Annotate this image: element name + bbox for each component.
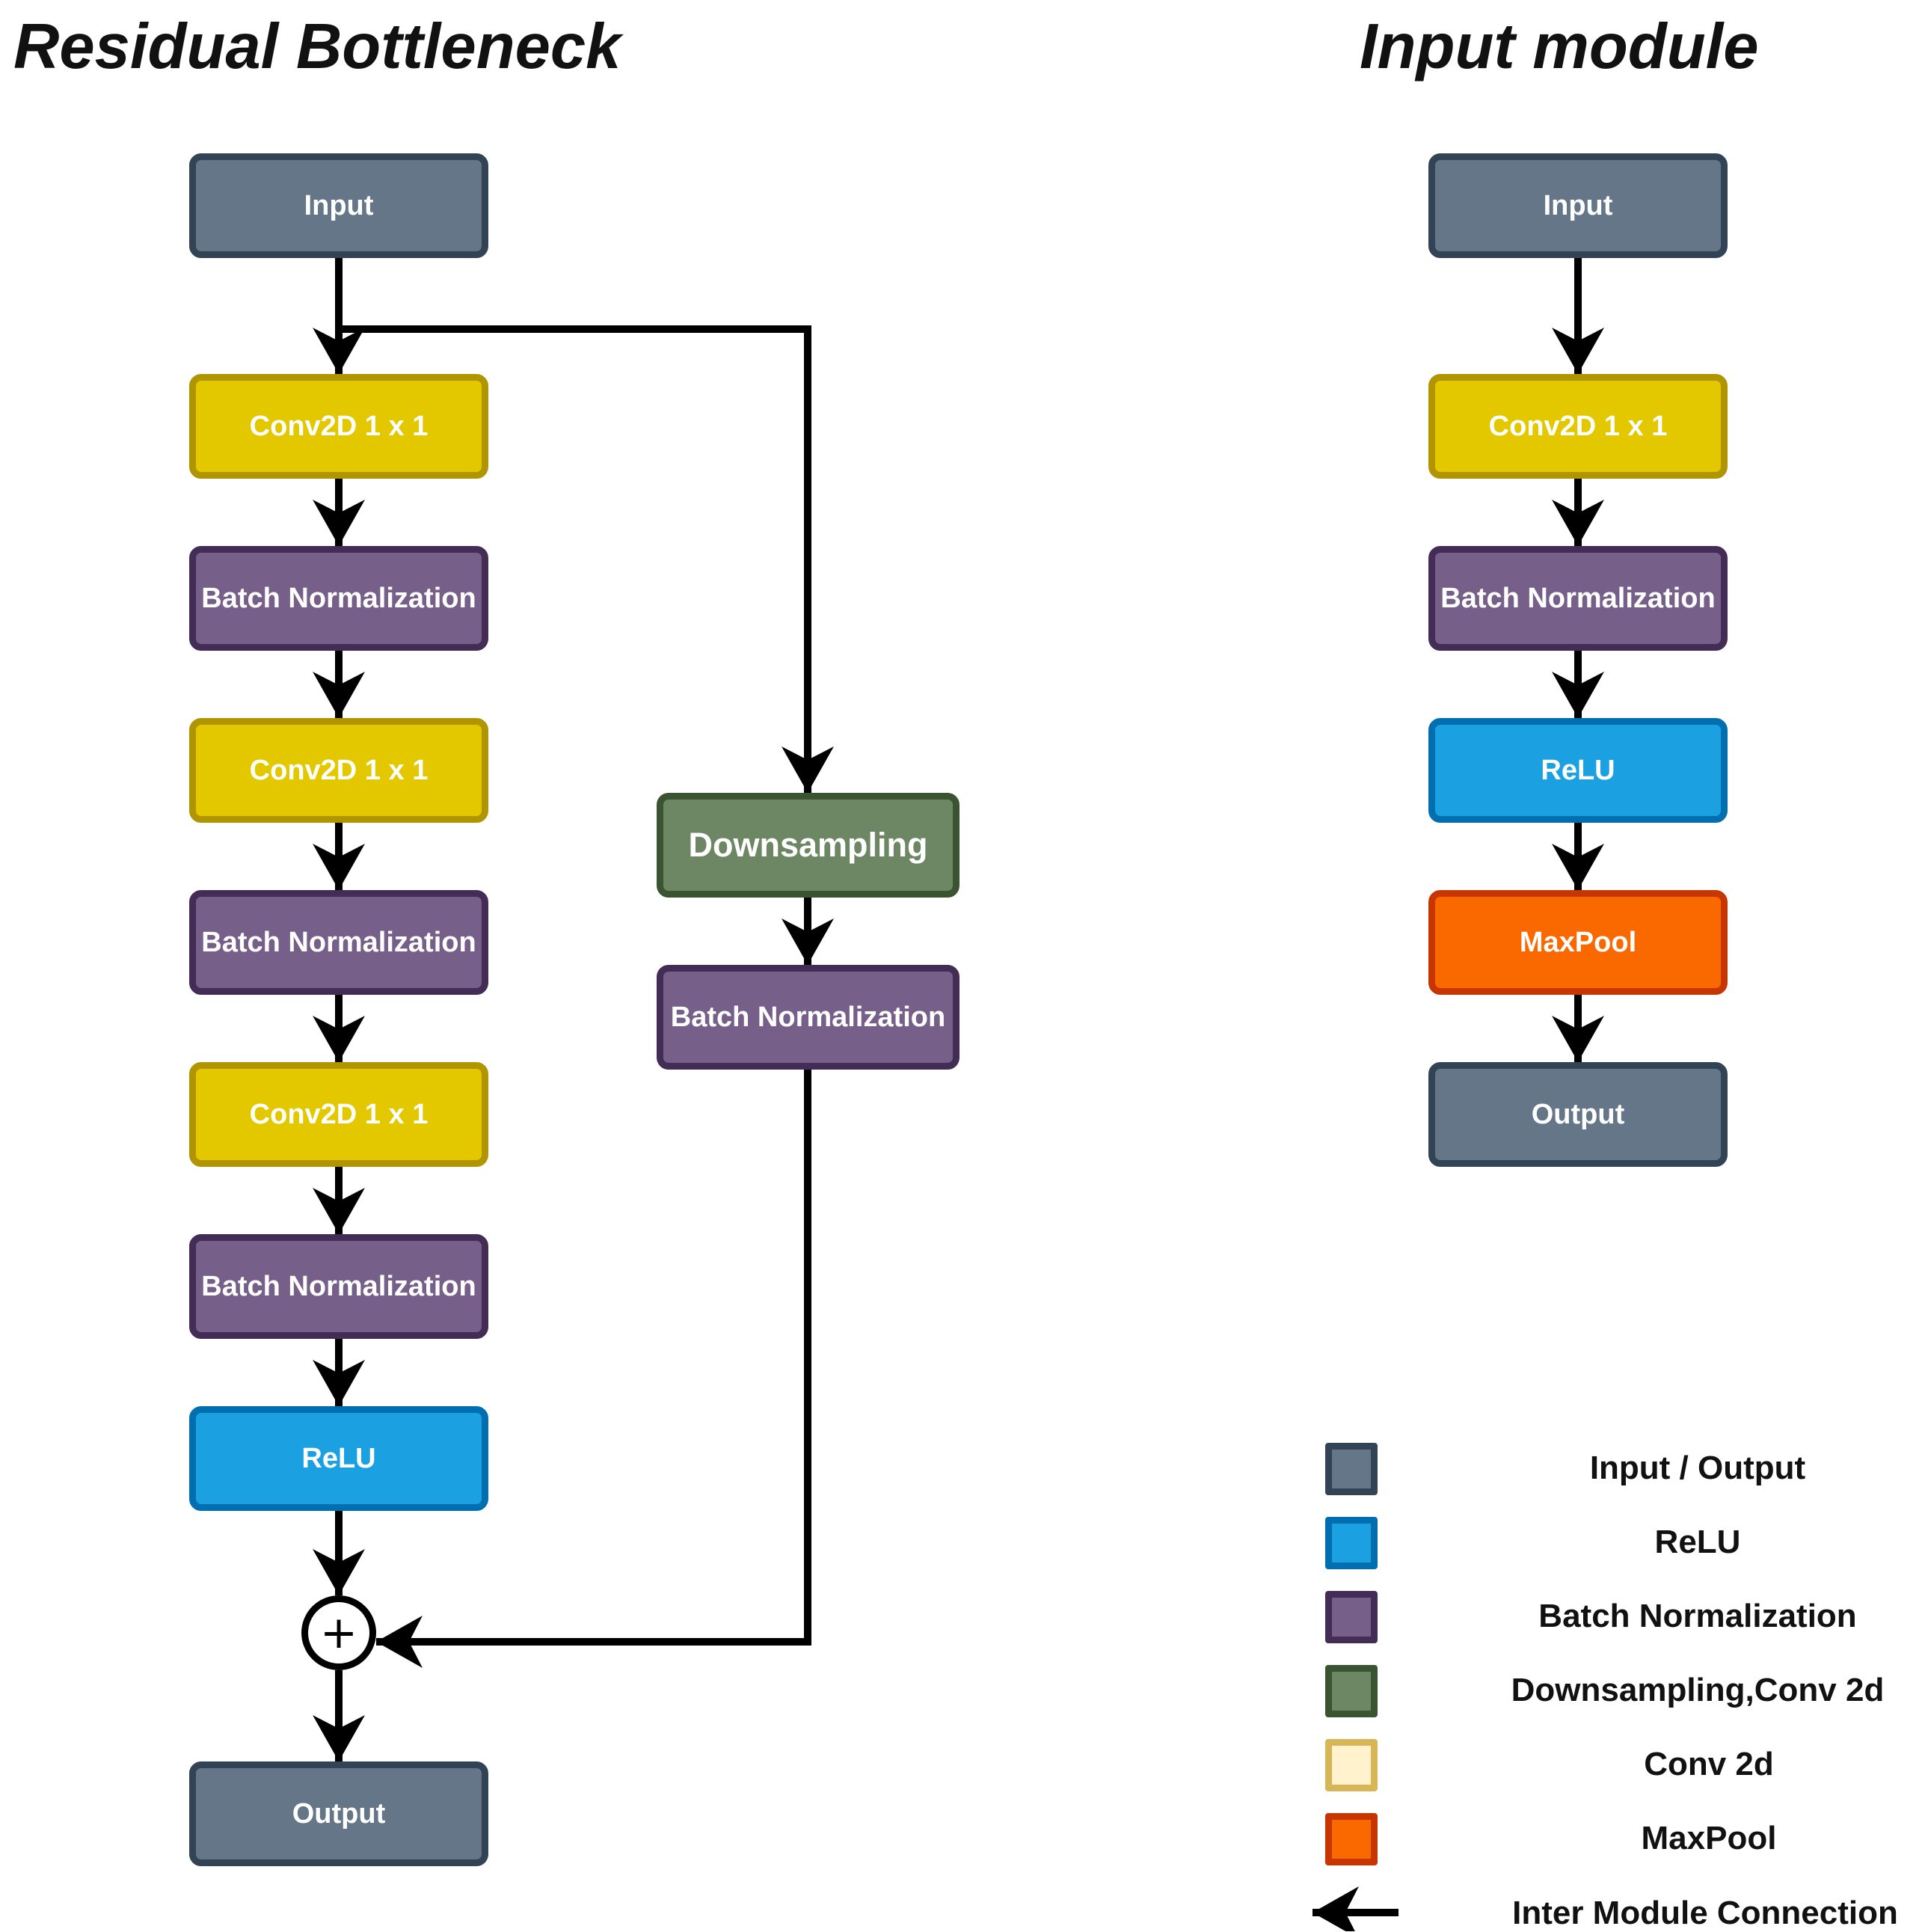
legend-swatch-downsampling — [1325, 1665, 1378, 1717]
rb-input-node: Input — [189, 153, 488, 258]
residual-connectors — [313, 258, 834, 1761]
rb-conv3-node: Conv2D 1 x 1 — [189, 1062, 488, 1167]
legend-label-downsampling: Downsampling,Conv 2d — [1511, 1672, 1885, 1708]
edge-shortcut-to-downsampling — [339, 325, 834, 793]
residual-bottleneck-title: Residual Bottleneck — [13, 11, 621, 82]
rb-conv2-node: Conv2D 1 x 1 — [189, 718, 488, 823]
rb-relu-node: ReLU — [189, 1406, 488, 1511]
edge-shortcut-to-add — [376, 1070, 811, 1668]
rb-bn1-node: Batch Normalization — [189, 546, 488, 651]
rb-downsampling-node: Downsampling — [657, 793, 960, 898]
rb-shortcut-bn-node: Batch Normalization — [657, 965, 960, 1070]
im-output-node: Output — [1428, 1062, 1728, 1167]
im-conv-node: Conv2D 1 x 1 — [1428, 374, 1728, 479]
im-bn-node: Batch Normalization — [1428, 546, 1728, 651]
legend-label-bn: Batch Normalization — [1538, 1598, 1857, 1634]
legend-label-conv2d: Conv 2d — [1644, 1746, 1774, 1782]
add-operation-node: + — [301, 1595, 376, 1670]
legend-label-io: Input / Output — [1589, 1450, 1806, 1486]
im-input-node: Input — [1428, 153, 1728, 258]
im-relu-node: ReLU — [1428, 718, 1728, 823]
legend-swatch-io — [1325, 1443, 1378, 1495]
legend-swatch-relu — [1325, 1517, 1378, 1569]
legend-swatch-maxpool — [1325, 1813, 1378, 1865]
rb-bn3-node: Batch Normalization — [189, 1234, 488, 1339]
legend-swatch-bn — [1325, 1591, 1378, 1643]
legend-swatch-conv2d — [1325, 1739, 1378, 1791]
legend-label-connection: Inter Module Connection — [1512, 1895, 1898, 1931]
rb-bn2-node: Batch Normalization — [189, 890, 488, 995]
legend-label-relu: ReLU — [1654, 1524, 1741, 1560]
legend-label-maxpool: MaxPool — [1641, 1820, 1777, 1856]
rb-conv1-node: Conv2D 1 x 1 — [189, 374, 488, 479]
im-maxpool-node: MaxPool — [1428, 890, 1728, 995]
rb-output-node: Output — [189, 1761, 488, 1866]
input-module-title: Input module — [1360, 11, 1759, 82]
